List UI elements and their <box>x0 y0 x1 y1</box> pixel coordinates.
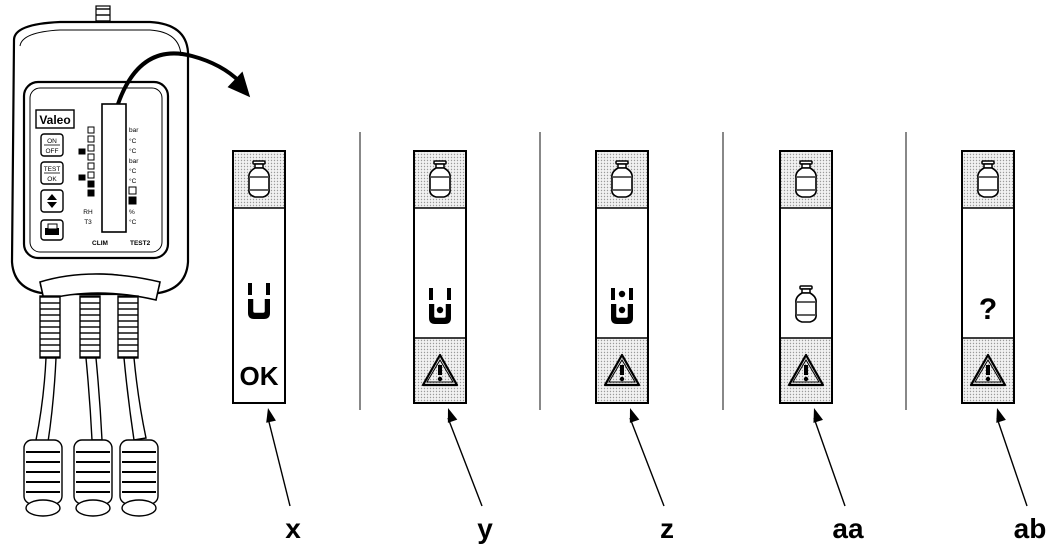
pointer-arrow <box>447 408 483 507</box>
warning-icon <box>969 353 1007 387</box>
clamp-empty-icon <box>248 283 270 319</box>
clamp-one-dot-icon <box>429 288 451 324</box>
test-label: TEST <box>44 166 61 173</box>
panel-label-ab: ab <box>1014 513 1047 544</box>
pointer-arrow <box>996 408 1028 507</box>
cable-harness <box>23 273 161 517</box>
display-panel-aa <box>779 150 833 404</box>
display-panel-y <box>413 150 467 404</box>
test-ok-button[interactable]: TEST OK <box>40 161 64 185</box>
display-panel-z <box>595 150 649 404</box>
test2-label: TEST2 <box>130 240 151 247</box>
warning-icon <box>421 353 459 387</box>
on-off-button[interactable]: ON OFF <box>40 133 64 157</box>
display-panel-ab: ? <box>961 150 1015 404</box>
panel-label-y: y <box>477 513 493 544</box>
question-mark-text: ? <box>979 293 997 326</box>
rh-label: RH <box>83 209 93 216</box>
indicator-column <box>78 126 95 197</box>
brand-logo: Valeo <box>39 113 70 127</box>
unit-label: °C <box>129 218 137 226</box>
clim-label: CLIM <box>92 240 108 247</box>
panel-separators <box>359 132 907 410</box>
device-display <box>101 103 127 233</box>
pointer-arrow <box>813 408 846 507</box>
unit-icons <box>128 186 137 205</box>
bottle-icon <box>429 160 451 198</box>
unit-label: bar <box>129 127 139 134</box>
t3-label: T3 <box>84 219 92 226</box>
bottle-icon <box>248 160 270 198</box>
print-button[interactable] <box>40 219 64 241</box>
unit-label: °C <box>129 177 137 185</box>
panel-label-aa: aa <box>832 513 864 544</box>
brand-logo-box <box>35 109 75 129</box>
bottle-icon <box>795 285 817 323</box>
display-panel-x: OK <box>232 150 286 404</box>
tester-device-illustration: Valeo ON OFF TEST OK <box>10 5 190 517</box>
pointer-arrow <box>266 408 291 507</box>
unit-label: °C <box>129 137 137 145</box>
unit-label: bar <box>129 158 139 165</box>
bottle-icon <box>611 160 633 198</box>
pointer-arrow <box>629 408 665 507</box>
warning-icon <box>603 353 641 387</box>
printer-icon <box>45 223 59 235</box>
arrow-up-icon <box>47 194 57 200</box>
off-label: OFF <box>46 148 59 155</box>
ok-label: OK <box>47 176 57 183</box>
on-label: ON <box>47 138 57 145</box>
unit-label: °C <box>129 167 137 175</box>
panel-label-z: z <box>660 513 674 544</box>
arrow-down-icon <box>47 202 57 208</box>
bottle-icon <box>795 160 817 198</box>
clamp-two-dots-icon <box>611 288 633 324</box>
panel-label-x: x <box>285 513 301 544</box>
zoom-arrow <box>116 51 251 105</box>
unit-label: °C <box>129 147 137 155</box>
warning-icon <box>787 353 825 387</box>
up-down-button[interactable] <box>40 189 64 213</box>
unit-label: % <box>129 209 135 216</box>
ok-status-text: OK <box>240 361 279 391</box>
bottle-icon <box>977 160 999 198</box>
